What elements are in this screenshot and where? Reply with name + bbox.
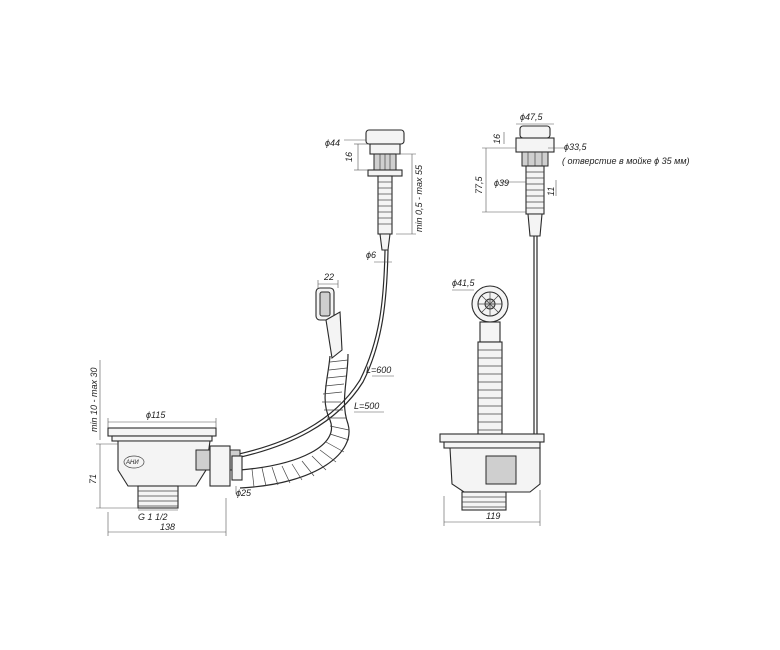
dim-16-right: 16 [492,134,502,144]
right-push-button [515,125,555,237]
dim-d115: ϕ115 [146,410,166,420]
left-drain-body: АНИ [107,427,243,509]
left-corrugated-hose [239,353,350,489]
dim-d33-5: ϕ33,5 [564,142,588,152]
left-view: ϕ44 16 min 0,5 - max 55 ϕ6 L=600 L=500 [88,129,424,536]
dim-thread: G 1 1/2 [138,512,168,522]
brand-logo: АНИ [125,460,139,466]
dim-min-max-30: min 10 - max 30 [89,367,99,432]
dim-d25: ϕ25 [236,488,252,498]
dim-d47-5: ϕ47,5 [520,112,544,122]
dim-L600: L=600 [366,365,391,375]
dim-w138: 138 [160,522,175,532]
dim-h71: 71 [88,474,98,484]
left-overflow-head [315,287,343,360]
dim-h11: 11 [546,187,556,196]
dim-16-left: 16 [344,152,354,162]
dim-w22: 22 [323,272,334,282]
dim-d6: ϕ6 [366,250,376,260]
dim-w119: 119 [486,511,500,521]
left-push-button [365,129,405,251]
hole-note: ( отверстие в мойке ϕ 35 мм) [562,156,690,166]
right-drain-body [439,433,545,511]
right-corrugated-hose [477,341,503,437]
dim-d39: ϕ39 [494,178,509,188]
right-view: ϕ47,5 16 ϕ33,5 ( отверстие в мойке ϕ 35 … [439,112,690,526]
dim-h77-5: 77,5 [474,175,484,194]
dim-d41-5: ϕ41,5 [452,278,476,288]
dim-L500: L=500 [354,401,379,411]
dim-d44: ϕ44 [325,138,340,148]
right-overflow-head [471,285,509,343]
dim-min-max-55: min 0,5 - max 55 [414,164,424,232]
